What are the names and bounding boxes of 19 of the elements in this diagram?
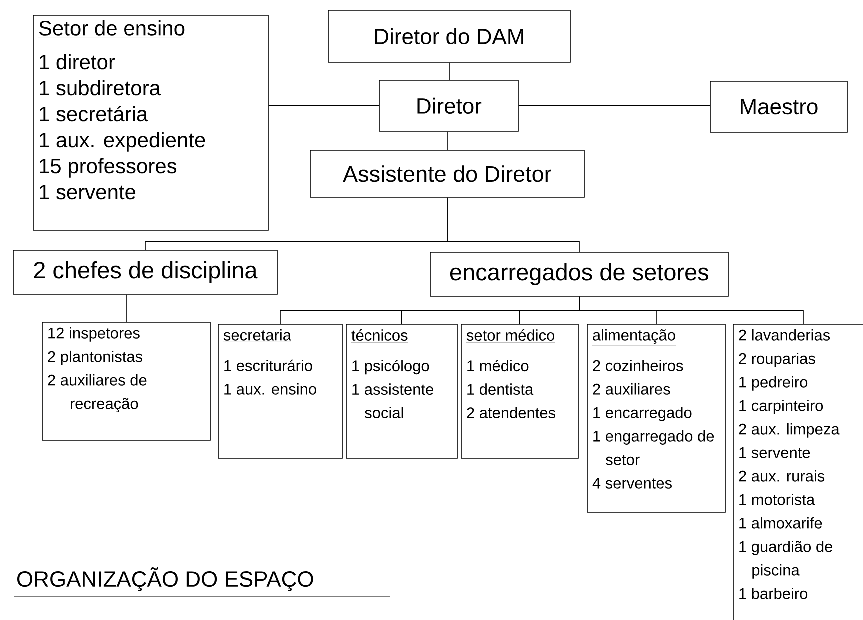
org-box: Assistente do Diretor [310, 150, 585, 198]
org-box: Diretor do DAM [328, 10, 571, 63]
section-heading: ORGANIZAÇÃO DO ESPAÇO [18, 568, 314, 592]
connector-line [126, 294, 127, 322]
staff-list-box: 2 lavanderias 2 rouparias 1 pedreiro 1 carpinteiro 2 aux. limpeza 1 servente 2 aux. rurais 1 motorista 1 almoxarife 1 guardião de piscina 1 barbeiro [733, 324, 863, 620]
org-box: encarregados de setores [430, 252, 729, 297]
staff-list-box: 12 inspetores 2 plantonistas 2 auxiliares de recreação [42, 322, 211, 441]
org-box: Maestro [710, 81, 848, 133]
staff-list-box: Setor de ensino 1 diretor 1 subdiretora 1 secretária 1 aux. expediente 15 professores 1 servente [33, 15, 269, 231]
connector-line [447, 131, 448, 150]
staff-list-box: secretaria 1 escriturário 1 aux. ensino [218, 324, 343, 459]
connector-line [579, 296, 804, 324]
org-box: 2 chefes de disciplina [13, 250, 278, 295]
staff-list-box: alimentação 2 cozinheiros 2 auxiliares 1 encarregado 1 engarregado de setor 4 serventes [587, 324, 726, 513]
connector-line [449, 62, 450, 80]
org-box: Diretor [379, 80, 519, 132]
connector-line [447, 197, 580, 252]
staff-list-box: setor médico 1 médico 1 dentista 2 atendentes [461, 324, 579, 459]
staff-list-box: técnicos 1 psicólogo 1 assistente social [346, 324, 458, 459]
